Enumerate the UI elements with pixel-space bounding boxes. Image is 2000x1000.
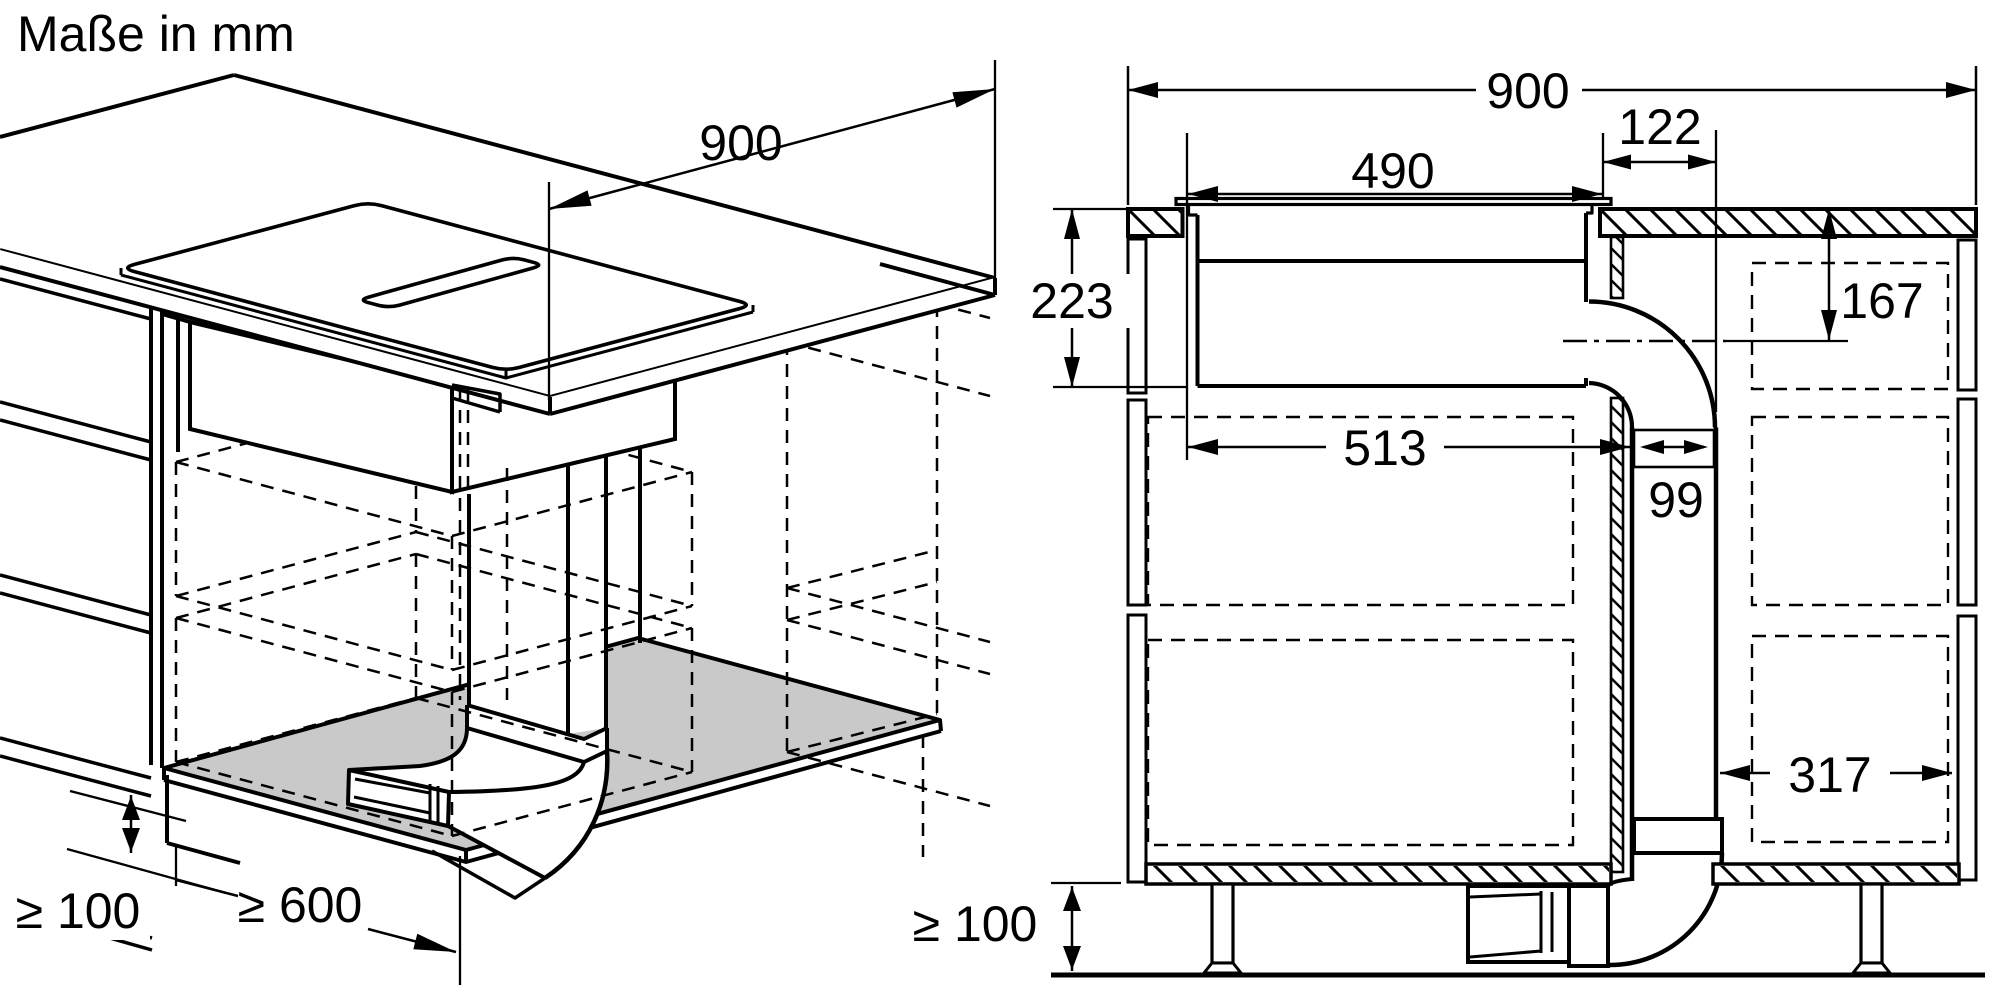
svg-text:900: 900	[699, 115, 782, 171]
svg-text:≥ 100: ≥ 100	[913, 896, 1038, 952]
svg-text:167: 167	[1840, 273, 1923, 329]
svg-text:≥ 600: ≥ 600	[238, 877, 363, 933]
svg-text:Maße in mm: Maße in mm	[17, 6, 295, 62]
svg-text:900: 900	[1486, 63, 1569, 119]
svg-text:122: 122	[1618, 99, 1701, 155]
svg-text:223: 223	[1030, 273, 1113, 329]
svg-text:490: 490	[1351, 143, 1434, 199]
svg-text:513: 513	[1343, 420, 1426, 476]
svg-text:≥ 100: ≥ 100	[16, 883, 141, 939]
svg-text:317: 317	[1788, 747, 1871, 803]
svg-text:99: 99	[1648, 472, 1704, 528]
